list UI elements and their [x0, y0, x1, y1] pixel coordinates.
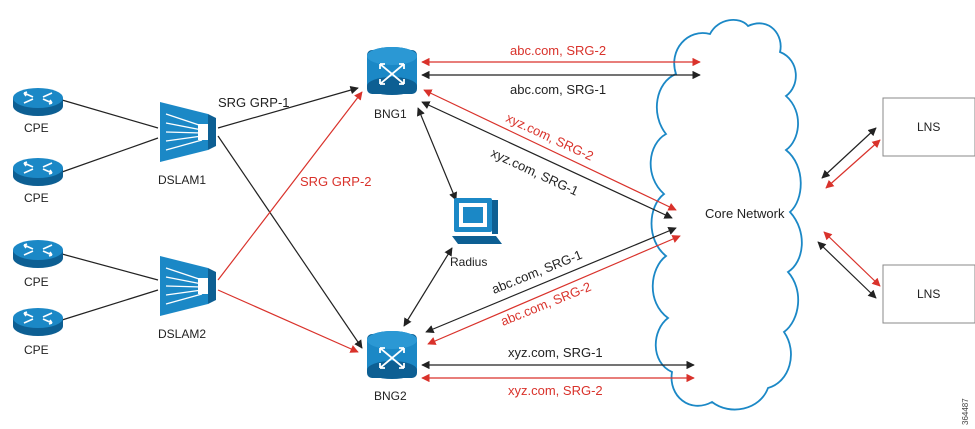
- cpe-2-label: CPE: [24, 191, 49, 205]
- core-lns2-black-link: [817, 241, 877, 299]
- cpe-1-router-icon: [12, 87, 64, 117]
- cpe-3-router-icon: [12, 239, 64, 269]
- bng1-router-switch-icon: [366, 46, 418, 96]
- bng1-abc-srg1-label: abc.com, SRG-1: [510, 82, 606, 97]
- bng2-abc-srg2-link: [427, 235, 681, 345]
- cpe4-dslam2-link: [61, 289, 159, 321]
- core-lns1-red-link: [825, 139, 881, 189]
- bng1-abc-srg2-label: abc.com, SRG-2: [510, 43, 606, 58]
- core-lns1-black-link: [821, 127, 877, 179]
- lns-1-label: LNS: [917, 120, 940, 134]
- bng2-label: BNG2: [374, 389, 407, 403]
- lns-1-box-icon: [882, 97, 975, 157]
- bng2-xyz-srg2-label: xyz.com, SRG-2: [508, 383, 603, 398]
- bng1-label: BNG1: [374, 107, 407, 121]
- core-lns2-red-link: [823, 231, 881, 287]
- cpe-1-label: CPE: [24, 121, 49, 135]
- dslam2-bng2-link: [217, 289, 359, 353]
- core-network-label: Core Network: [705, 206, 785, 221]
- bng1-xyz-srg1-link: [421, 101, 673, 219]
- bng1-radius-link: [417, 107, 457, 201]
- srg-grp-2-label: SRG GRP-2: [300, 174, 372, 189]
- dslam1-bng2-link: [217, 135, 363, 349]
- cpe2-dslam1-link: [61, 137, 159, 173]
- srg-grp-1-label: SRG GRP-1: [218, 95, 290, 110]
- cpe-2-router-icon: [12, 157, 64, 187]
- cpe3-dslam2-link: [61, 253, 159, 281]
- cpe-4-label: CPE: [24, 343, 49, 357]
- figure-id-label: 364487: [961, 398, 970, 425]
- radius-bng2-link: [403, 247, 453, 327]
- lns-2-box-icon: [882, 264, 975, 324]
- lns-2-label: LNS: [917, 287, 940, 301]
- dslam2-label: DSLAM2: [158, 327, 206, 341]
- dslam1-label: DSLAM1: [158, 173, 206, 187]
- bng2-router-switch-icon: [366, 330, 418, 380]
- dslam1-icon: [159, 101, 217, 163]
- dslam1-bng1-link: [217, 86, 359, 129]
- dslam2-bng1-link: [217, 91, 363, 281]
- dslam2-icon: [159, 255, 217, 317]
- cpe1-dslam1-link: [61, 99, 159, 129]
- cpe-3-label: CPE: [24, 275, 49, 289]
- radius-label: Radius: [450, 255, 487, 269]
- bng2-xyz-srg1-label: xyz.com, SRG-1: [508, 345, 603, 360]
- radius-server-workstation-icon: [452, 198, 502, 244]
- bng1-xyz-srg2-link: [423, 89, 677, 211]
- cpe-4-router-icon: [12, 307, 64, 337]
